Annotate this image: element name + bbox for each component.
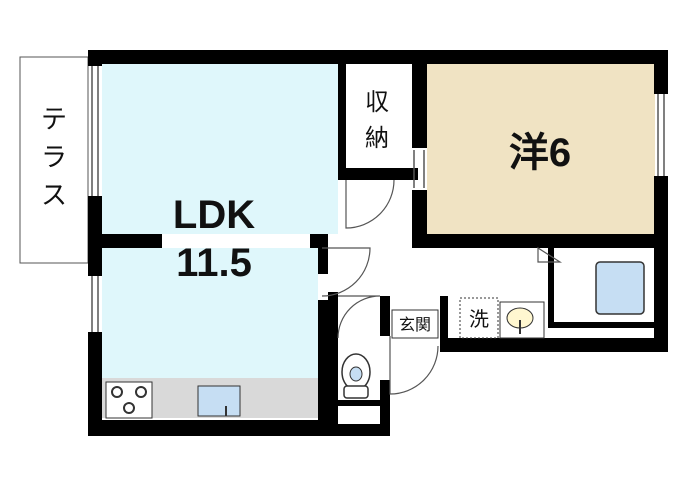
washroom-label: 洗 [469, 307, 489, 331]
terrace-label-3: ス [41, 181, 67, 211]
storage-label-bottom: 納 [365, 124, 389, 152]
ldk-area-upper [102, 62, 338, 234]
toilet-icon [338, 346, 380, 400]
western-room-label: 洋6 [509, 131, 571, 175]
windows [91, 66, 665, 332]
terrace-label-2: ラ [41, 143, 67, 173]
wash-basin-icon [499, 301, 545, 339]
walls [88, 50, 668, 436]
western-room-area [427, 64, 655, 234]
ldk-area-lower [102, 248, 318, 380]
storage-label-top: 収 [365, 88, 389, 116]
washroom-label-box [459, 297, 499, 339]
sink-icon [197, 385, 241, 417]
ldk-label: LDK [173, 193, 255, 237]
entrance-label: 玄関 [399, 315, 431, 334]
terrace-label-1: テ [41, 105, 67, 135]
stove-icon [105, 381, 153, 419]
storage-area [346, 64, 412, 168]
terrace: テ ラ ス [19, 56, 89, 264]
bathtub-icon [595, 261, 645, 315]
door-swing-icon [321, 179, 563, 395]
ldk-size-label: 11.5 [176, 241, 252, 285]
entrance-step [391, 309, 439, 339]
